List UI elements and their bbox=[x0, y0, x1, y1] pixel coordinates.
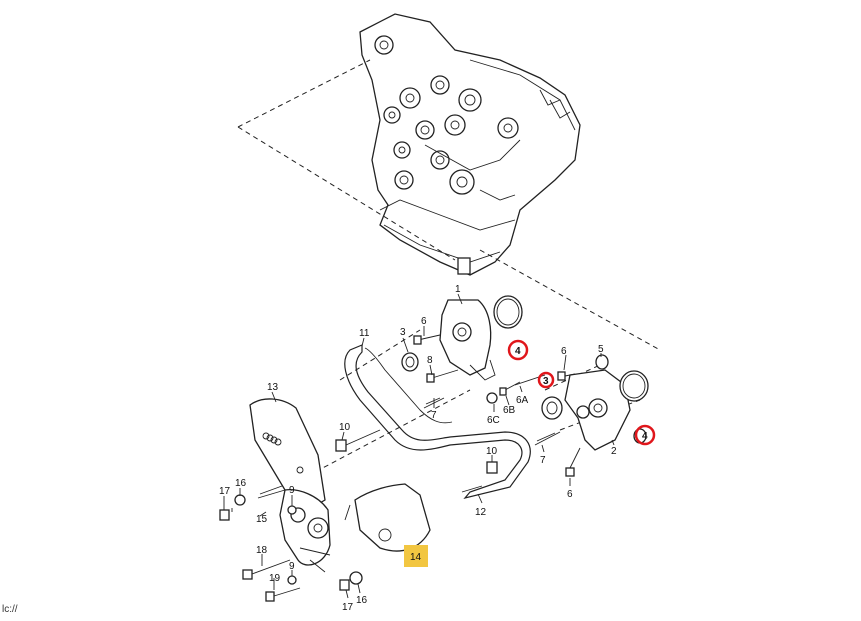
callout-7-right: 7 bbox=[540, 455, 546, 466]
cap-5 bbox=[595, 354, 609, 370]
callout-3-right: 3 bbox=[543, 376, 549, 387]
highlight-ring-4-bottom bbox=[634, 424, 656, 446]
callout-4-top: 4 bbox=[515, 346, 521, 357]
callout-16-bottom: 16 bbox=[356, 595, 368, 606]
callout-8: 8 bbox=[427, 355, 433, 366]
callout-6-top-right: 6 bbox=[561, 346, 567, 357]
callout-17-bottom: 17 bbox=[342, 602, 354, 613]
callout-2: 2 bbox=[611, 446, 617, 457]
callout-13: 13 bbox=[267, 382, 279, 393]
callout-9-left: 9 bbox=[289, 485, 295, 496]
callout-6-bottom: 6 bbox=[567, 489, 573, 500]
tag-14-background bbox=[404, 545, 428, 567]
callout-6-top-left: 6 bbox=[421, 316, 427, 327]
timing-cover-lower bbox=[344, 483, 431, 552]
callout-labels: 1 2 3 3 4 4 5 6 6 6 6A 6B 6C 7 7 8 9 9 1… bbox=[219, 284, 648, 613]
o-ring-right bbox=[619, 370, 649, 402]
callout-7-left: 7 bbox=[431, 410, 437, 421]
callout-5: 5 bbox=[598, 344, 604, 355]
callout-3-left: 3 bbox=[400, 327, 406, 338]
highlight-ring-4-top bbox=[507, 339, 529, 361]
callout-6B: 6B bbox=[503, 405, 516, 416]
callout-6A: 6A bbox=[516, 395, 529, 406]
callout-10-top: 10 bbox=[339, 422, 351, 433]
leader-lines bbox=[223, 293, 615, 599]
callout-9-bottom: 9 bbox=[289, 561, 295, 572]
water-pump-housing-right bbox=[564, 369, 631, 451]
callout-1: 1 bbox=[455, 284, 461, 295]
shaft-seal-left bbox=[401, 352, 419, 372]
callout-12: 12 bbox=[475, 507, 487, 518]
o-ring-left bbox=[493, 295, 523, 329]
callout-11: 11 bbox=[359, 328, 370, 339]
engine-block bbox=[359, 13, 581, 276]
callout-17-top: 17 bbox=[219, 486, 231, 497]
audi-rings-logo bbox=[262, 432, 282, 446]
callout-15: 15 bbox=[256, 514, 268, 525]
callout-19: 19 bbox=[269, 573, 281, 584]
callout-10-bottom: 10 bbox=[486, 446, 498, 457]
callout-16-top: 16 bbox=[235, 478, 247, 489]
corner-text: lc:// bbox=[2, 604, 18, 615]
callout-6C: 6C bbox=[487, 415, 500, 426]
highlight-ring-3 bbox=[537, 371, 555, 389]
bolts bbox=[219, 334, 581, 602]
callout-14: 14 bbox=[410, 552, 422, 563]
shaft-seal-right bbox=[541, 396, 563, 420]
water-pump-housing-left bbox=[439, 299, 496, 381]
callout-4-bottom: 4 bbox=[642, 431, 648, 442]
timing-belt bbox=[344, 344, 531, 500]
callout-18: 18 bbox=[256, 545, 268, 556]
